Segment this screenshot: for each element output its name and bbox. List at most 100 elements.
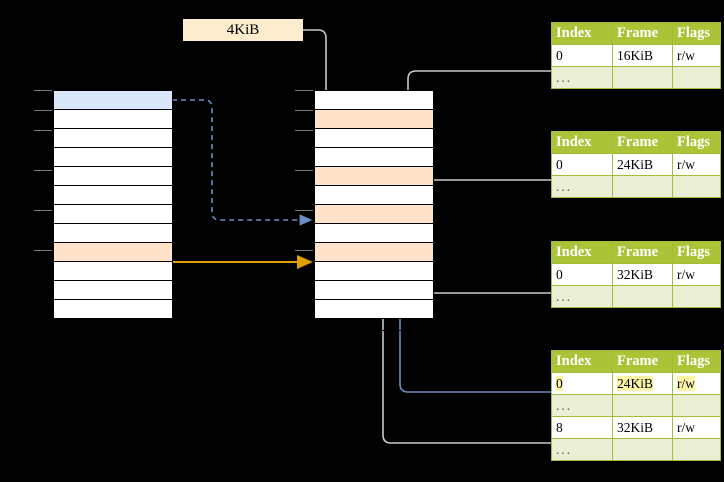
memory-cell[interactable] <box>53 261 173 281</box>
table-header-row: Index Frame Flags <box>551 241 721 264</box>
wire-virtual-to-physical-dashed <box>172 99 313 226</box>
wire-table2-to-memory <box>414 179 551 219</box>
memory-cell[interactable] <box>53 242 173 262</box>
table-row-ellipsis[interactable]: ... <box>551 438 721 461</box>
memory-cell[interactable] <box>314 166 434 186</box>
cell-frame <box>612 394 673 417</box>
column-header-flags: Flags <box>672 131 721 154</box>
column-header-frame: Frame <box>612 350 673 373</box>
memory-cell[interactable] <box>53 223 173 243</box>
level3-page-table: Index Frame Flags 0 32KiB r/w ... <box>551 241 721 308</box>
memory-cell[interactable] <box>53 280 173 300</box>
memory-cell[interactable] <box>53 185 173 205</box>
memory-cell[interactable] <box>53 109 173 129</box>
wire-table3-to-memory <box>414 265 551 294</box>
column-header-flags: Flags <box>672 22 721 45</box>
memory-cell[interactable] <box>53 204 173 224</box>
table-row-ellipsis[interactable]: ... <box>551 175 721 198</box>
cell-frame <box>612 438 673 461</box>
memory-cell[interactable] <box>53 90 173 110</box>
cell-flags <box>672 438 721 461</box>
table-header-row: Index Frame Flags <box>551 350 721 373</box>
memory-tick <box>34 130 52 131</box>
memory-tick <box>34 110 52 111</box>
cell-index: ... <box>551 66 613 89</box>
cell-index: 0 <box>551 263 613 286</box>
cell-flags: r/w <box>672 263 721 286</box>
memory-tick <box>295 90 313 91</box>
table-row[interactable]: 8 32KiB r/w <box>551 416 721 439</box>
column-header-index: Index <box>551 22 613 45</box>
cell-flags: r/w <box>672 44 721 67</box>
cell-frame <box>612 175 673 198</box>
cell-flags <box>672 66 721 89</box>
page-size-label: 4KiB <box>183 19 303 41</box>
column-header-index: Index <box>551 350 613 373</box>
cell-flags: r/w <box>672 372 721 395</box>
cell-frame: 32KiB <box>612 263 673 286</box>
memory-cell[interactable] <box>53 128 173 148</box>
column-header-index: Index <box>551 131 613 154</box>
cell-flags-text: r/w <box>677 375 695 391</box>
memory-tick <box>295 110 313 111</box>
column-header-flags: Flags <box>672 350 721 373</box>
memory-tick <box>295 250 313 251</box>
cell-frame: 24KiB <box>612 153 673 176</box>
cell-flags: r/w <box>672 153 721 176</box>
memory-cell[interactable] <box>314 204 434 224</box>
memory-tick <box>34 170 52 171</box>
column-header-index: Index <box>551 241 613 264</box>
memory-tick <box>295 170 313 171</box>
table-row-ellipsis[interactable]: ... <box>551 285 721 308</box>
table-row-highlighted[interactable]: 0 24KiB r/w <box>551 372 721 395</box>
level4-page-table: Index Frame Flags 0 24KiB r/w ... 8 32Ki… <box>551 350 721 461</box>
memory-tick <box>295 130 313 131</box>
memory-cell[interactable] <box>53 147 173 167</box>
memory-cell[interactable] <box>53 166 173 186</box>
table-row[interactable]: 0 24KiB r/w <box>551 153 721 176</box>
table-row[interactable]: 0 16KiB r/w <box>551 44 721 67</box>
memory-cell[interactable] <box>53 299 173 319</box>
cell-index: ... <box>551 175 613 198</box>
table-row-ellipsis[interactable]: ... <box>551 394 721 417</box>
cell-index-text: 0 <box>556 375 563 391</box>
cell-flags <box>672 285 721 308</box>
cell-frame <box>612 285 673 308</box>
cell-index: ... <box>551 438 613 461</box>
column-header-frame: Frame <box>612 22 673 45</box>
memory-cell[interactable] <box>314 147 434 167</box>
cell-flags <box>672 175 721 198</box>
memory-cell[interactable] <box>314 90 434 110</box>
cell-frame: 24KiB <box>612 372 673 395</box>
memory-cell[interactable] <box>314 223 434 243</box>
column-header-flags: Flags <box>672 241 721 264</box>
memory-tick <box>295 210 313 211</box>
cell-index: ... <box>551 394 613 417</box>
memory-cell[interactable] <box>314 280 434 300</box>
table-row-ellipsis[interactable]: ... <box>551 66 721 89</box>
table-header-row: Index Frame Flags <box>551 22 721 45</box>
level1-page-table: Index Frame Flags 0 16KiB r/w ... <box>551 22 721 89</box>
memory-cell[interactable] <box>314 109 434 129</box>
cell-flags: r/w <box>672 416 721 439</box>
cell-flags <box>672 394 721 417</box>
table-row[interactable]: 0 32KiB r/w <box>551 263 721 286</box>
cell-index: 0 <box>551 44 613 67</box>
physical-memory-column <box>313 90 434 331</box>
cell-index: 0 <box>551 372 613 395</box>
cell-frame-text: 24KiB <box>617 375 654 391</box>
cell-frame <box>612 66 673 89</box>
memory-cell[interactable] <box>314 299 434 319</box>
page-size-label-text: 4KiB <box>226 21 260 38</box>
level2-page-table: Index Frame Flags 0 24KiB r/w ... <box>551 131 721 198</box>
cell-index: 0 <box>551 153 613 176</box>
cell-frame: 16KiB <box>612 44 673 67</box>
memory-cell[interactable] <box>314 261 434 281</box>
memory-cell[interactable] <box>314 128 434 148</box>
memory-tick <box>34 250 52 251</box>
memory-cell[interactable] <box>314 185 434 205</box>
memory-tick <box>34 210 52 211</box>
memory-cell[interactable] <box>314 242 434 262</box>
cell-index: ... <box>551 285 613 308</box>
